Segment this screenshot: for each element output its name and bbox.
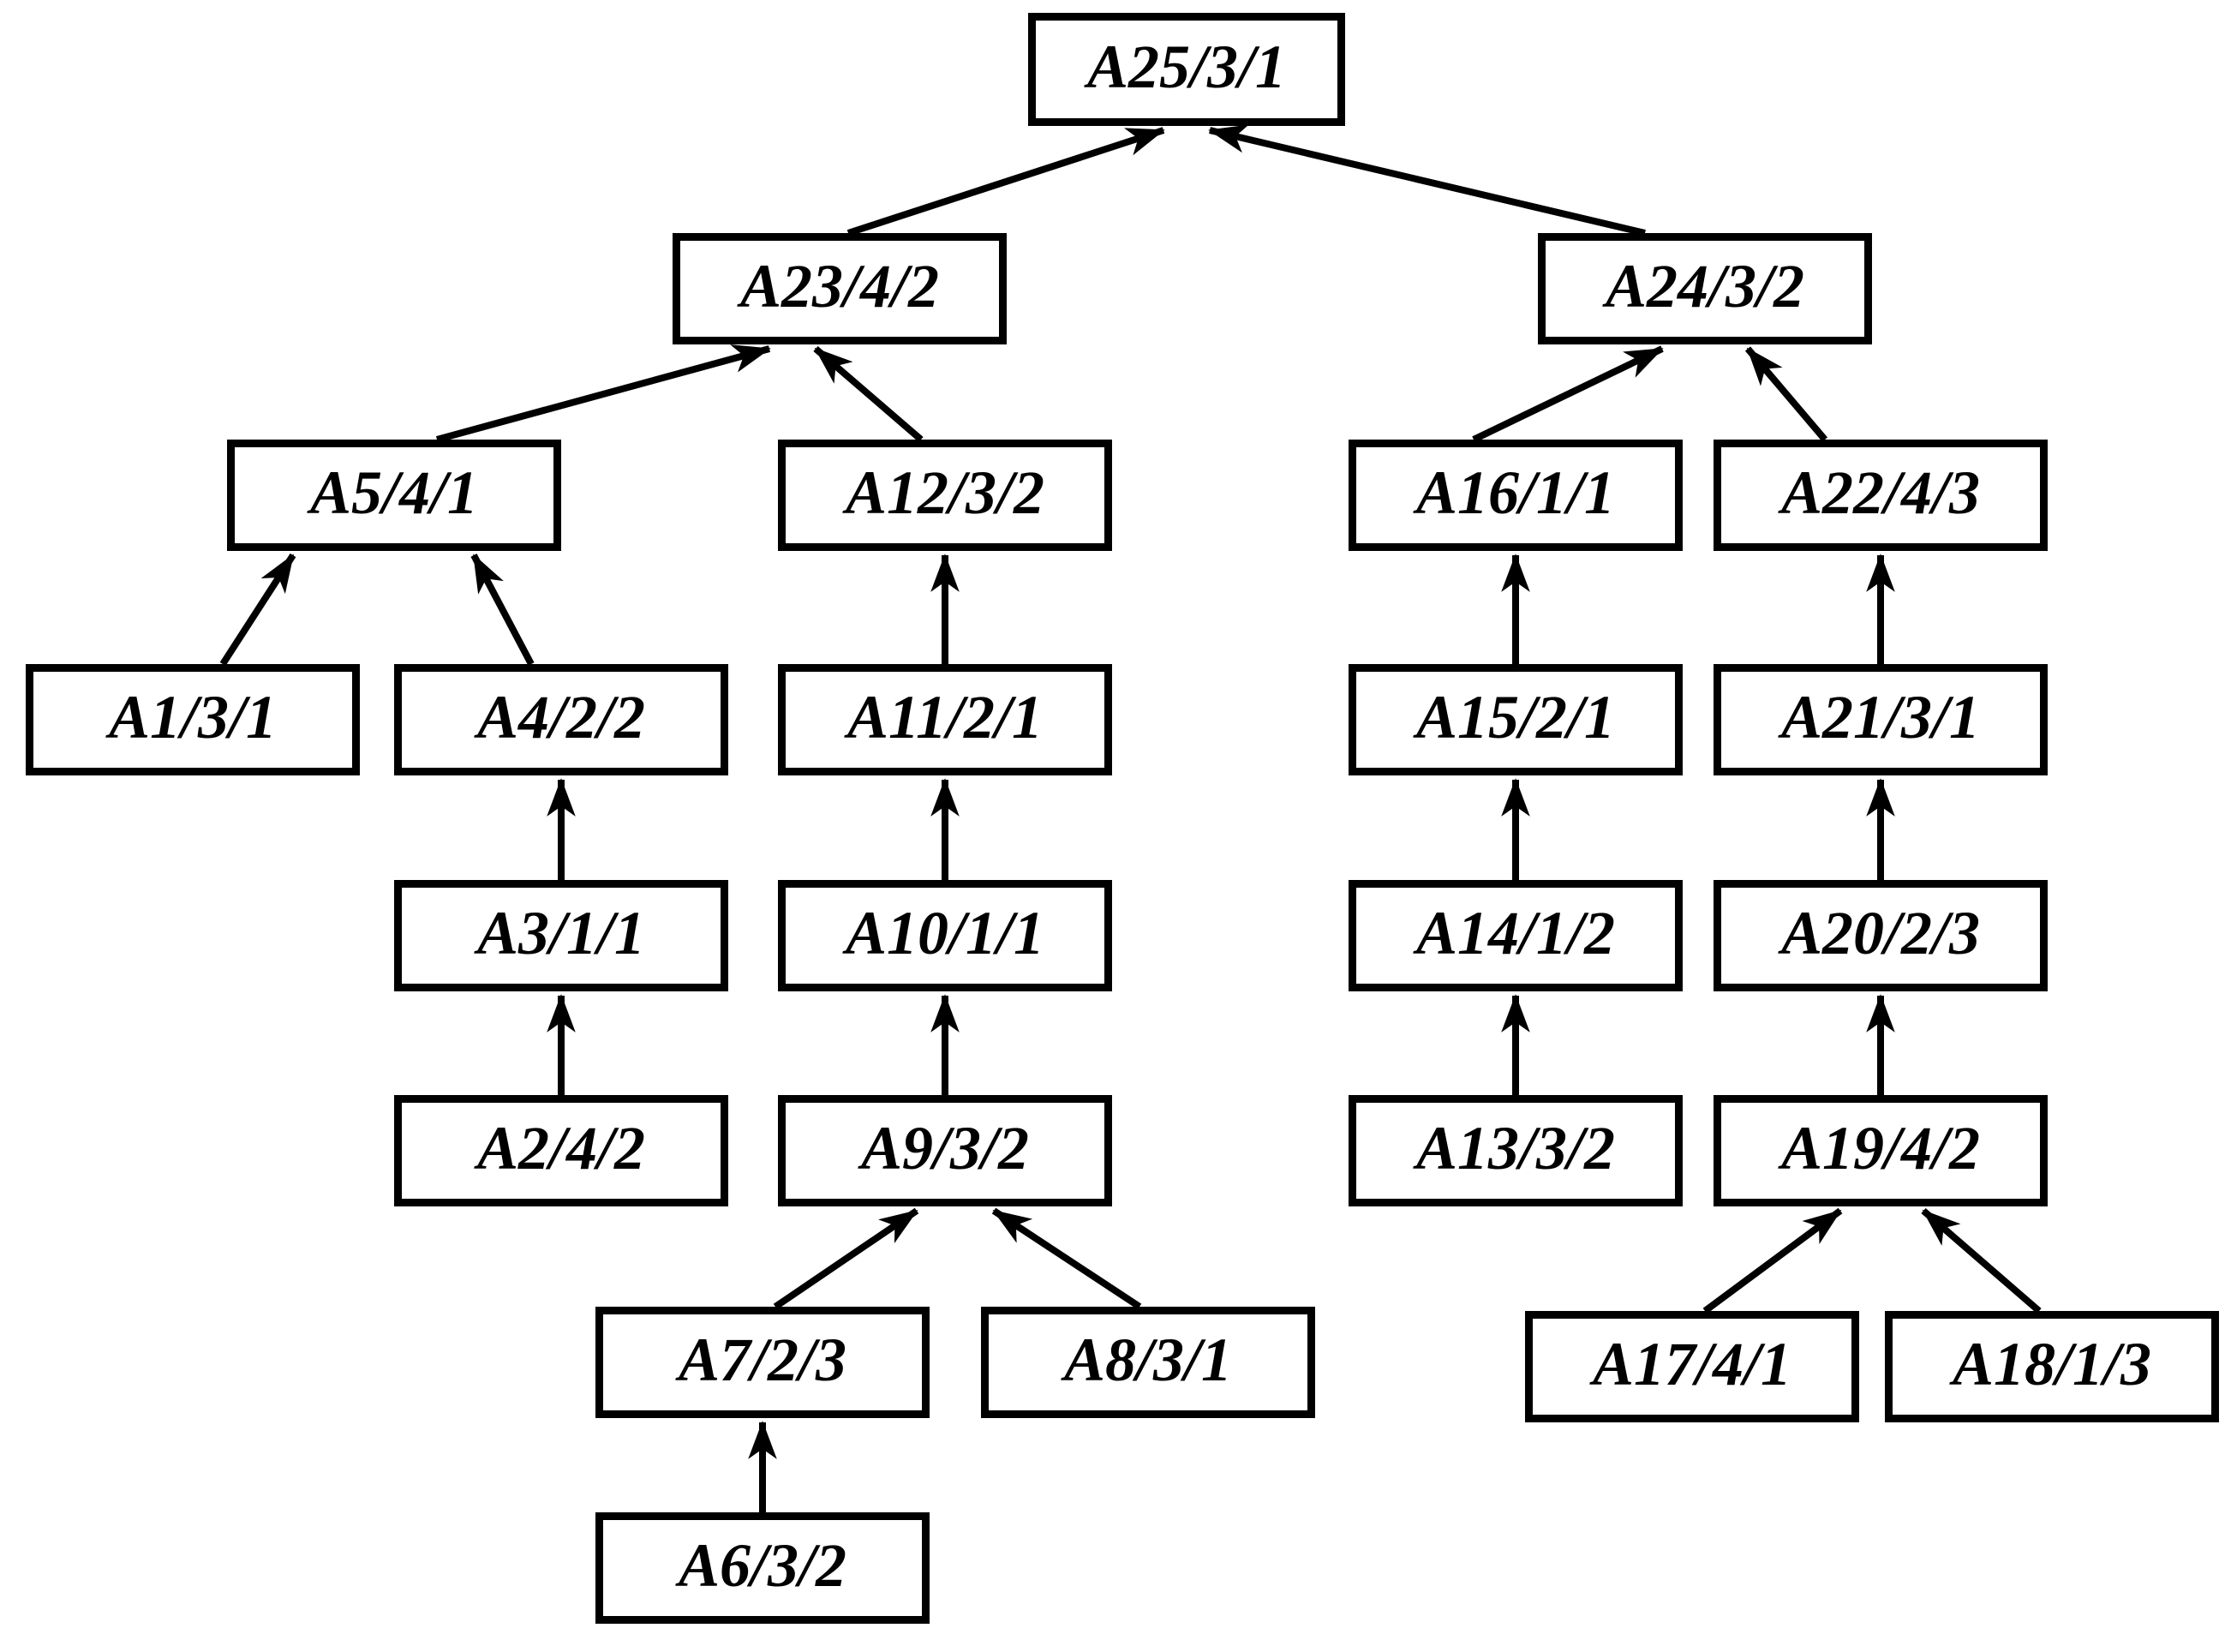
edge-arrow-A12-to-A23 [813,345,924,443]
node-label-A20: A20/2/3 [1780,899,1981,967]
node-box-A10: A10/1/1 [778,880,1112,991]
node-box-A4: A4/2/2 [394,664,728,775]
node-label-A22: A22/4/3 [1780,458,1981,527]
edge-arrow-A23-to-A25 [846,127,1165,236]
node-box-A16: A16/1/1 [1349,440,1683,551]
edge-arrow-A17-to-A19 [1702,1207,1843,1314]
edge-arrow-A4-to-A5 [470,554,535,666]
node-box-A9: A9/3/2 [778,1095,1112,1206]
node-label-A13: A13/3/2 [1415,1114,1616,1182]
node-label-A4: A4/2/2 [476,683,646,751]
node-label-A14: A14/1/2 [1415,899,1616,967]
node-box-A11: A11/2/1 [778,664,1112,775]
node-label-A25: A25/3/1 [1086,33,1287,101]
edge-arrow-A8-to-A9 [991,1207,1142,1310]
node-box-A22: A22/4/3 [1714,440,2048,551]
node-box-A23: A23/4/2 [673,233,1007,344]
edge-arrow-A24-to-A25 [1208,124,1646,236]
node-label-A9: A9/3/2 [860,1114,1030,1182]
node-label-A16: A16/1/1 [1415,458,1616,527]
edge-arrow-A22-to-A24 [1744,346,1828,442]
node-label-A19: A19/4/2 [1780,1114,1981,1182]
node-box-A15: A15/2/1 [1349,664,1683,775]
node-box-A3: A3/1/1 [394,880,728,991]
node-box-A8: A8/3/1 [981,1307,1315,1418]
edge-arrow-A18-to-A19 [1921,1207,2042,1314]
node-label-A12: A12/3/2 [845,458,1045,527]
node-label-A6: A6/3/2 [678,1531,847,1600]
node-box-A6: A6/3/2 [595,1512,930,1624]
node-box-A25: A25/3/1 [1028,13,1345,126]
node-label-A24: A24/3/2 [1605,252,1805,320]
node-box-A1: A1/3/1 [26,664,360,775]
node-label-A21: A21/3/1 [1780,683,1981,751]
node-box-A13: A13/3/2 [1349,1095,1683,1206]
node-label-A10: A10/1/1 [845,899,1045,967]
node-label-A5: A5/4/1 [309,458,479,527]
node-label-A8: A8/3/1 [1063,1326,1233,1394]
node-box-A2: A2/4/2 [394,1095,728,1206]
node-label-A3: A3/1/1 [476,899,646,967]
node-label-A18: A18/1/3 [1952,1330,2152,1398]
node-label-A1: A1/3/1 [108,683,278,751]
node-box-A18: A18/1/3 [1885,1311,2219,1422]
edge-arrow-A16-to-A24 [1472,345,1664,443]
node-box-A14: A14/1/2 [1349,880,1683,991]
node-box-A17: A17/4/1 [1525,1311,1859,1422]
node-box-A12: A12/3/2 [778,440,1112,551]
node-box-A24: A24/3/2 [1538,233,1872,344]
edge-arrow-A5-to-A23 [435,344,771,443]
node-label-A2: A2/4/2 [476,1114,646,1182]
node-label-A11: A11/2/1 [846,683,1044,751]
node-label-A15: A15/2/1 [1415,683,1616,751]
edge-arrow-A7-to-A9 [773,1207,919,1310]
node-box-A20: A20/2/3 [1714,880,2048,991]
node-label-A7: A7/2/3 [678,1326,847,1394]
node-label-A17: A17/4/1 [1592,1330,1792,1398]
node-label-A23: A23/4/2 [739,252,940,320]
node-box-A19: A19/4/2 [1714,1095,2048,1206]
edge-arrow-A1-to-A5 [219,553,296,667]
node-box-A7: A7/2/3 [595,1307,930,1418]
node-box-A21: A21/3/1 [1714,664,2048,775]
node-box-A5: A5/4/1 [227,440,561,551]
